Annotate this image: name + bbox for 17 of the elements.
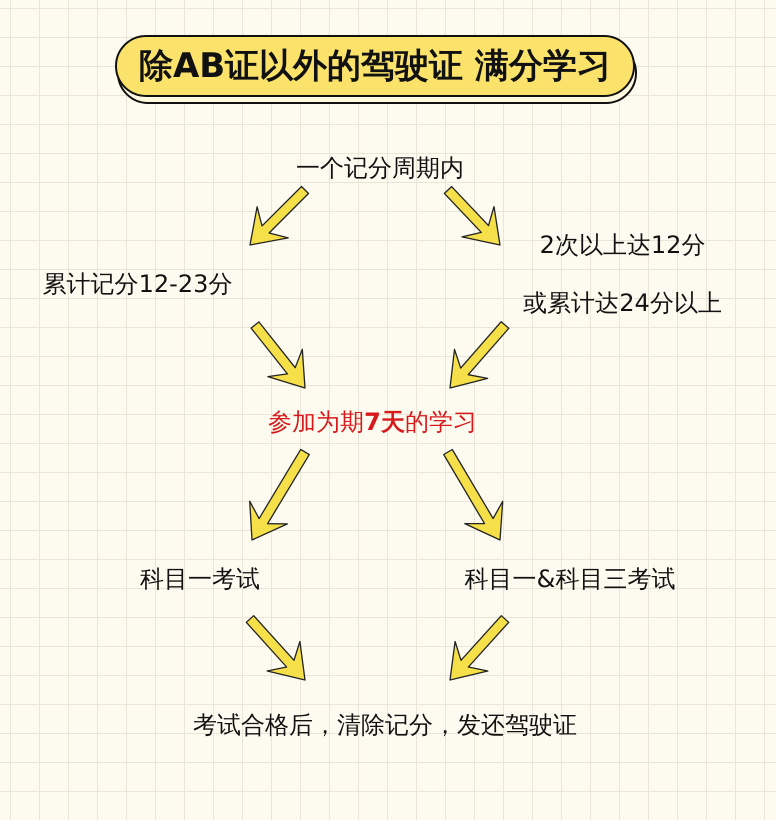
arrow bbox=[443, 448, 504, 541]
arrow bbox=[449, 615, 510, 681]
step-text: 科目一考试 bbox=[140, 564, 260, 594]
step-text: 累计记分12-23分 bbox=[42, 269, 232, 300]
step-text: 科目一&科目三考试 bbox=[464, 564, 676, 594]
title-banner: 除AB证以外的驾驶证 满分学习 bbox=[115, 35, 635, 97]
step-text: 参加为期7天的学习 bbox=[268, 407, 477, 438]
arrow bbox=[249, 448, 310, 541]
arrow bbox=[249, 186, 310, 246]
arrow bbox=[246, 615, 306, 681]
arrow bbox=[444, 186, 501, 246]
arrow bbox=[250, 321, 306, 389]
step-text: 2次以上达12分 bbox=[540, 230, 706, 261]
step-text: 或累计达24分以上 bbox=[523, 288, 722, 319]
step-text: 一个记分周期内 bbox=[296, 152, 464, 184]
arrow bbox=[449, 321, 510, 389]
step-text: 考试合格后，清除记分，发还驾驶证 bbox=[193, 710, 577, 741]
